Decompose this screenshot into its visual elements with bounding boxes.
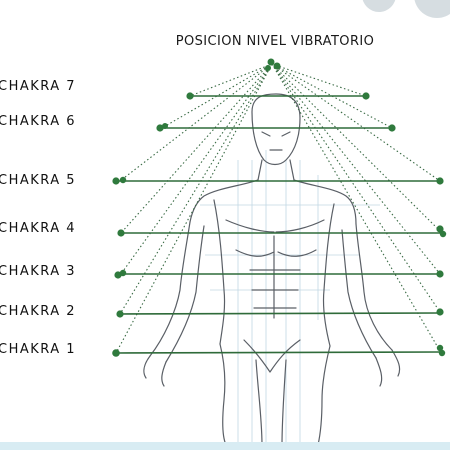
- chakra-2-label: CHAKRA 2: [0, 304, 77, 319]
- chakra-3-left-dot: [114, 271, 122, 279]
- chakra-6-left-dot: [156, 124, 164, 132]
- chakra-1-label: CHAKRA 1: [0, 342, 77, 357]
- apex-dot: [265, 65, 271, 71]
- chakra-5-left-dot: [119, 176, 127, 184]
- chakra-2-line: [119, 312, 441, 315]
- corner-decoration-right: [414, 0, 450, 18]
- chakra-1-left-dot: [112, 349, 120, 357]
- chakra-7-right-dot: [362, 92, 370, 100]
- chakra-level-lines: [115, 95, 442, 354]
- chakra-1-right-dot: [438, 349, 446, 357]
- chakra-6-right-dot: [388, 124, 396, 132]
- chakra-7-label: CHAKRA 7: [0, 79, 77, 94]
- chakra-4-right-dot: [436, 225, 444, 233]
- chakra-3-left-dot: [119, 269, 127, 277]
- chakra-5-left-dot: [112, 177, 120, 185]
- bottom-band: [0, 442, 450, 450]
- chakra-endpoint-dots: [112, 58, 447, 357]
- apex-dot: [273, 62, 281, 70]
- corner-decoration-left: [362, 0, 396, 12]
- human-figure-sketch: [143, 93, 401, 446]
- figure-grid: [200, 150, 380, 445]
- chakra-4-right-dot: [439, 230, 447, 238]
- chakra-2-left-dot: [116, 310, 124, 318]
- chakra-3-right-dot: [436, 270, 444, 278]
- diagram-title: POSICION NIVEL VIBRATORIO: [175, 34, 375, 49]
- chakra-1-line: [115, 351, 441, 354]
- chakra-4-left-dot: [117, 229, 125, 237]
- chakra-2-right-dot: [436, 308, 444, 316]
- chakra-6-left-dot: [162, 123, 168, 129]
- chakra-7-left-dot: [186, 92, 194, 100]
- chakra-3-label: CHAKRA 3: [0, 264, 77, 279]
- apex-dot: [267, 58, 275, 66]
- chakra-4-label: CHAKRA 4: [0, 221, 77, 236]
- chakra-1-right-dot: [436, 344, 444, 352]
- chakra-5-label: CHAKRA 5: [0, 173, 77, 188]
- radiating-dotted-lines: [115, 63, 441, 354]
- chakra-6-label: CHAKRA 6: [0, 114, 77, 129]
- chakra-5-right-dot: [436, 177, 444, 185]
